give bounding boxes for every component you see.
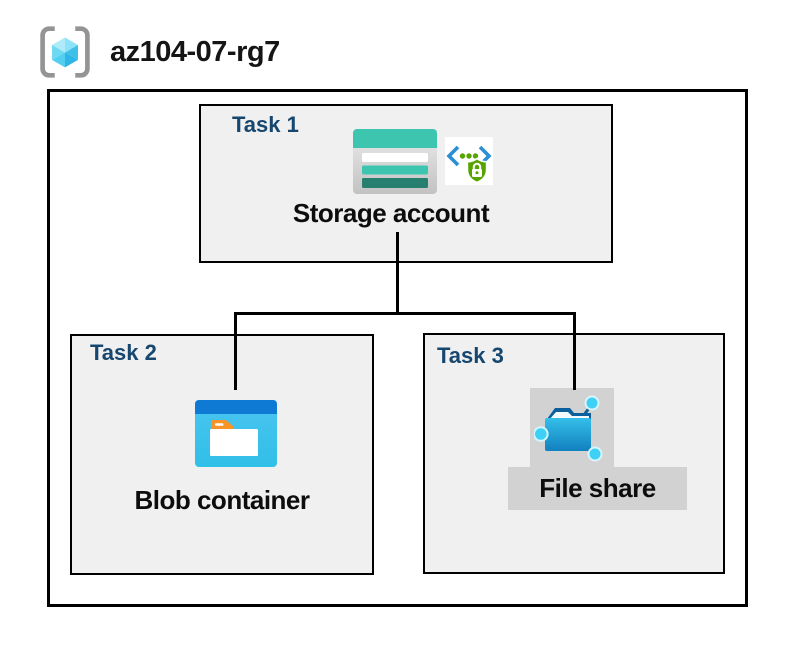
connector-storage-stem: [396, 232, 399, 315]
file-share-icon-highlight: [530, 388, 614, 468]
resource-group-box: Task 1: [47, 89, 748, 607]
task1-label: Task 1: [232, 112, 299, 137]
connector-to-blob-container: [234, 314, 237, 390]
task1-box: Task 1: [199, 104, 613, 263]
secure-access-icon: [445, 137, 493, 185]
task2-label: Task 2: [90, 340, 157, 365]
task2-box: Task 2 Blob container: [70, 334, 374, 575]
task3-label: Task 3: [437, 343, 504, 368]
file-share-label-band: File share: [508, 467, 687, 510]
resource-group-header: az104-07-rg7: [37, 24, 280, 80]
resource-group-name: az104-07-rg7: [110, 35, 280, 68]
file-share-label: File share: [539, 473, 656, 503]
connector-branch-horizontal: [234, 312, 576, 315]
resource-group-icon: [40, 26, 90, 78]
storage-account-icon: [353, 129, 437, 194]
storage-account-label: Storage account: [292, 198, 490, 228]
connector-to-file-share: [573, 314, 576, 390]
file-share-icon: [534, 395, 603, 462]
blob-container-icon: [195, 400, 277, 467]
blob-container-label: Blob container: [134, 485, 310, 515]
